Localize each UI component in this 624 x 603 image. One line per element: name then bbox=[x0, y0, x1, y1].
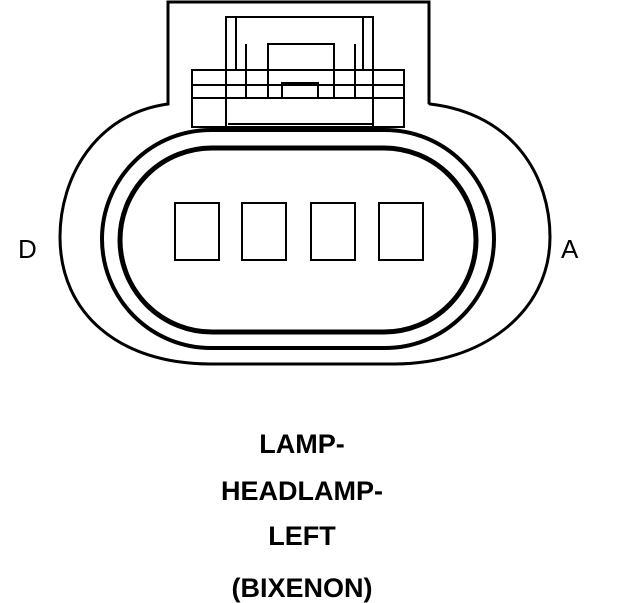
caption-line-3: LEFT bbox=[268, 521, 336, 551]
pin-end-label-a: A bbox=[561, 234, 579, 264]
connector-middle-ring bbox=[100, 128, 496, 350]
pin-cavity bbox=[174, 202, 220, 261]
latch-detail bbox=[191, 16, 405, 128]
pin-cavity bbox=[241, 202, 287, 261]
caption-line-4: (BIXENON) bbox=[231, 573, 373, 603]
caption-line-2: HEADLAMP- bbox=[221, 476, 383, 506]
caption-line-1: LAMP- bbox=[259, 429, 345, 459]
pin-row bbox=[174, 202, 424, 261]
connector-inner-cavity bbox=[117, 145, 479, 335]
pin-cavity bbox=[310, 202, 356, 261]
pin-cavity bbox=[378, 202, 424, 261]
pin-end-label-d: D bbox=[18, 234, 37, 264]
connector-outer-body bbox=[58, 0, 552, 366]
